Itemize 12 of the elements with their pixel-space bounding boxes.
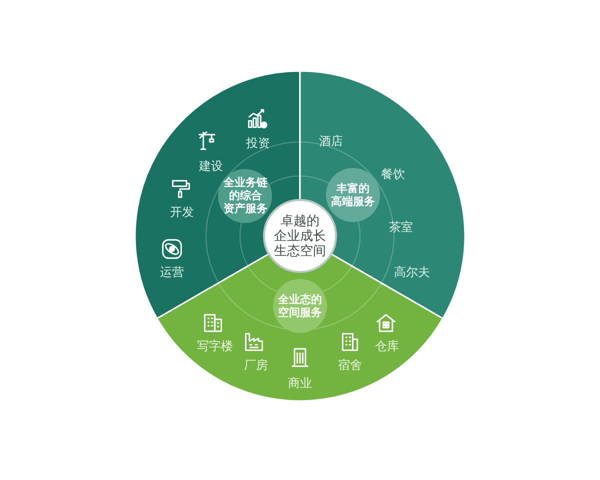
service-label: 厂房 xyxy=(244,358,268,372)
service-label: 仓库 xyxy=(374,339,399,353)
service-label: 高尔夫 xyxy=(394,265,430,279)
service-label: 运营 xyxy=(160,265,184,279)
service-label: 写字楼 xyxy=(196,339,233,353)
service-label: 酒店 xyxy=(319,134,343,148)
service-label: 茶室 xyxy=(389,220,413,234)
service-label: 开发 xyxy=(170,205,194,219)
service-label: 餐饮 xyxy=(381,167,405,181)
service-label: 商业 xyxy=(288,376,312,390)
service-label: 宿舍 xyxy=(338,358,362,372)
service-label: 投资 xyxy=(246,136,270,150)
